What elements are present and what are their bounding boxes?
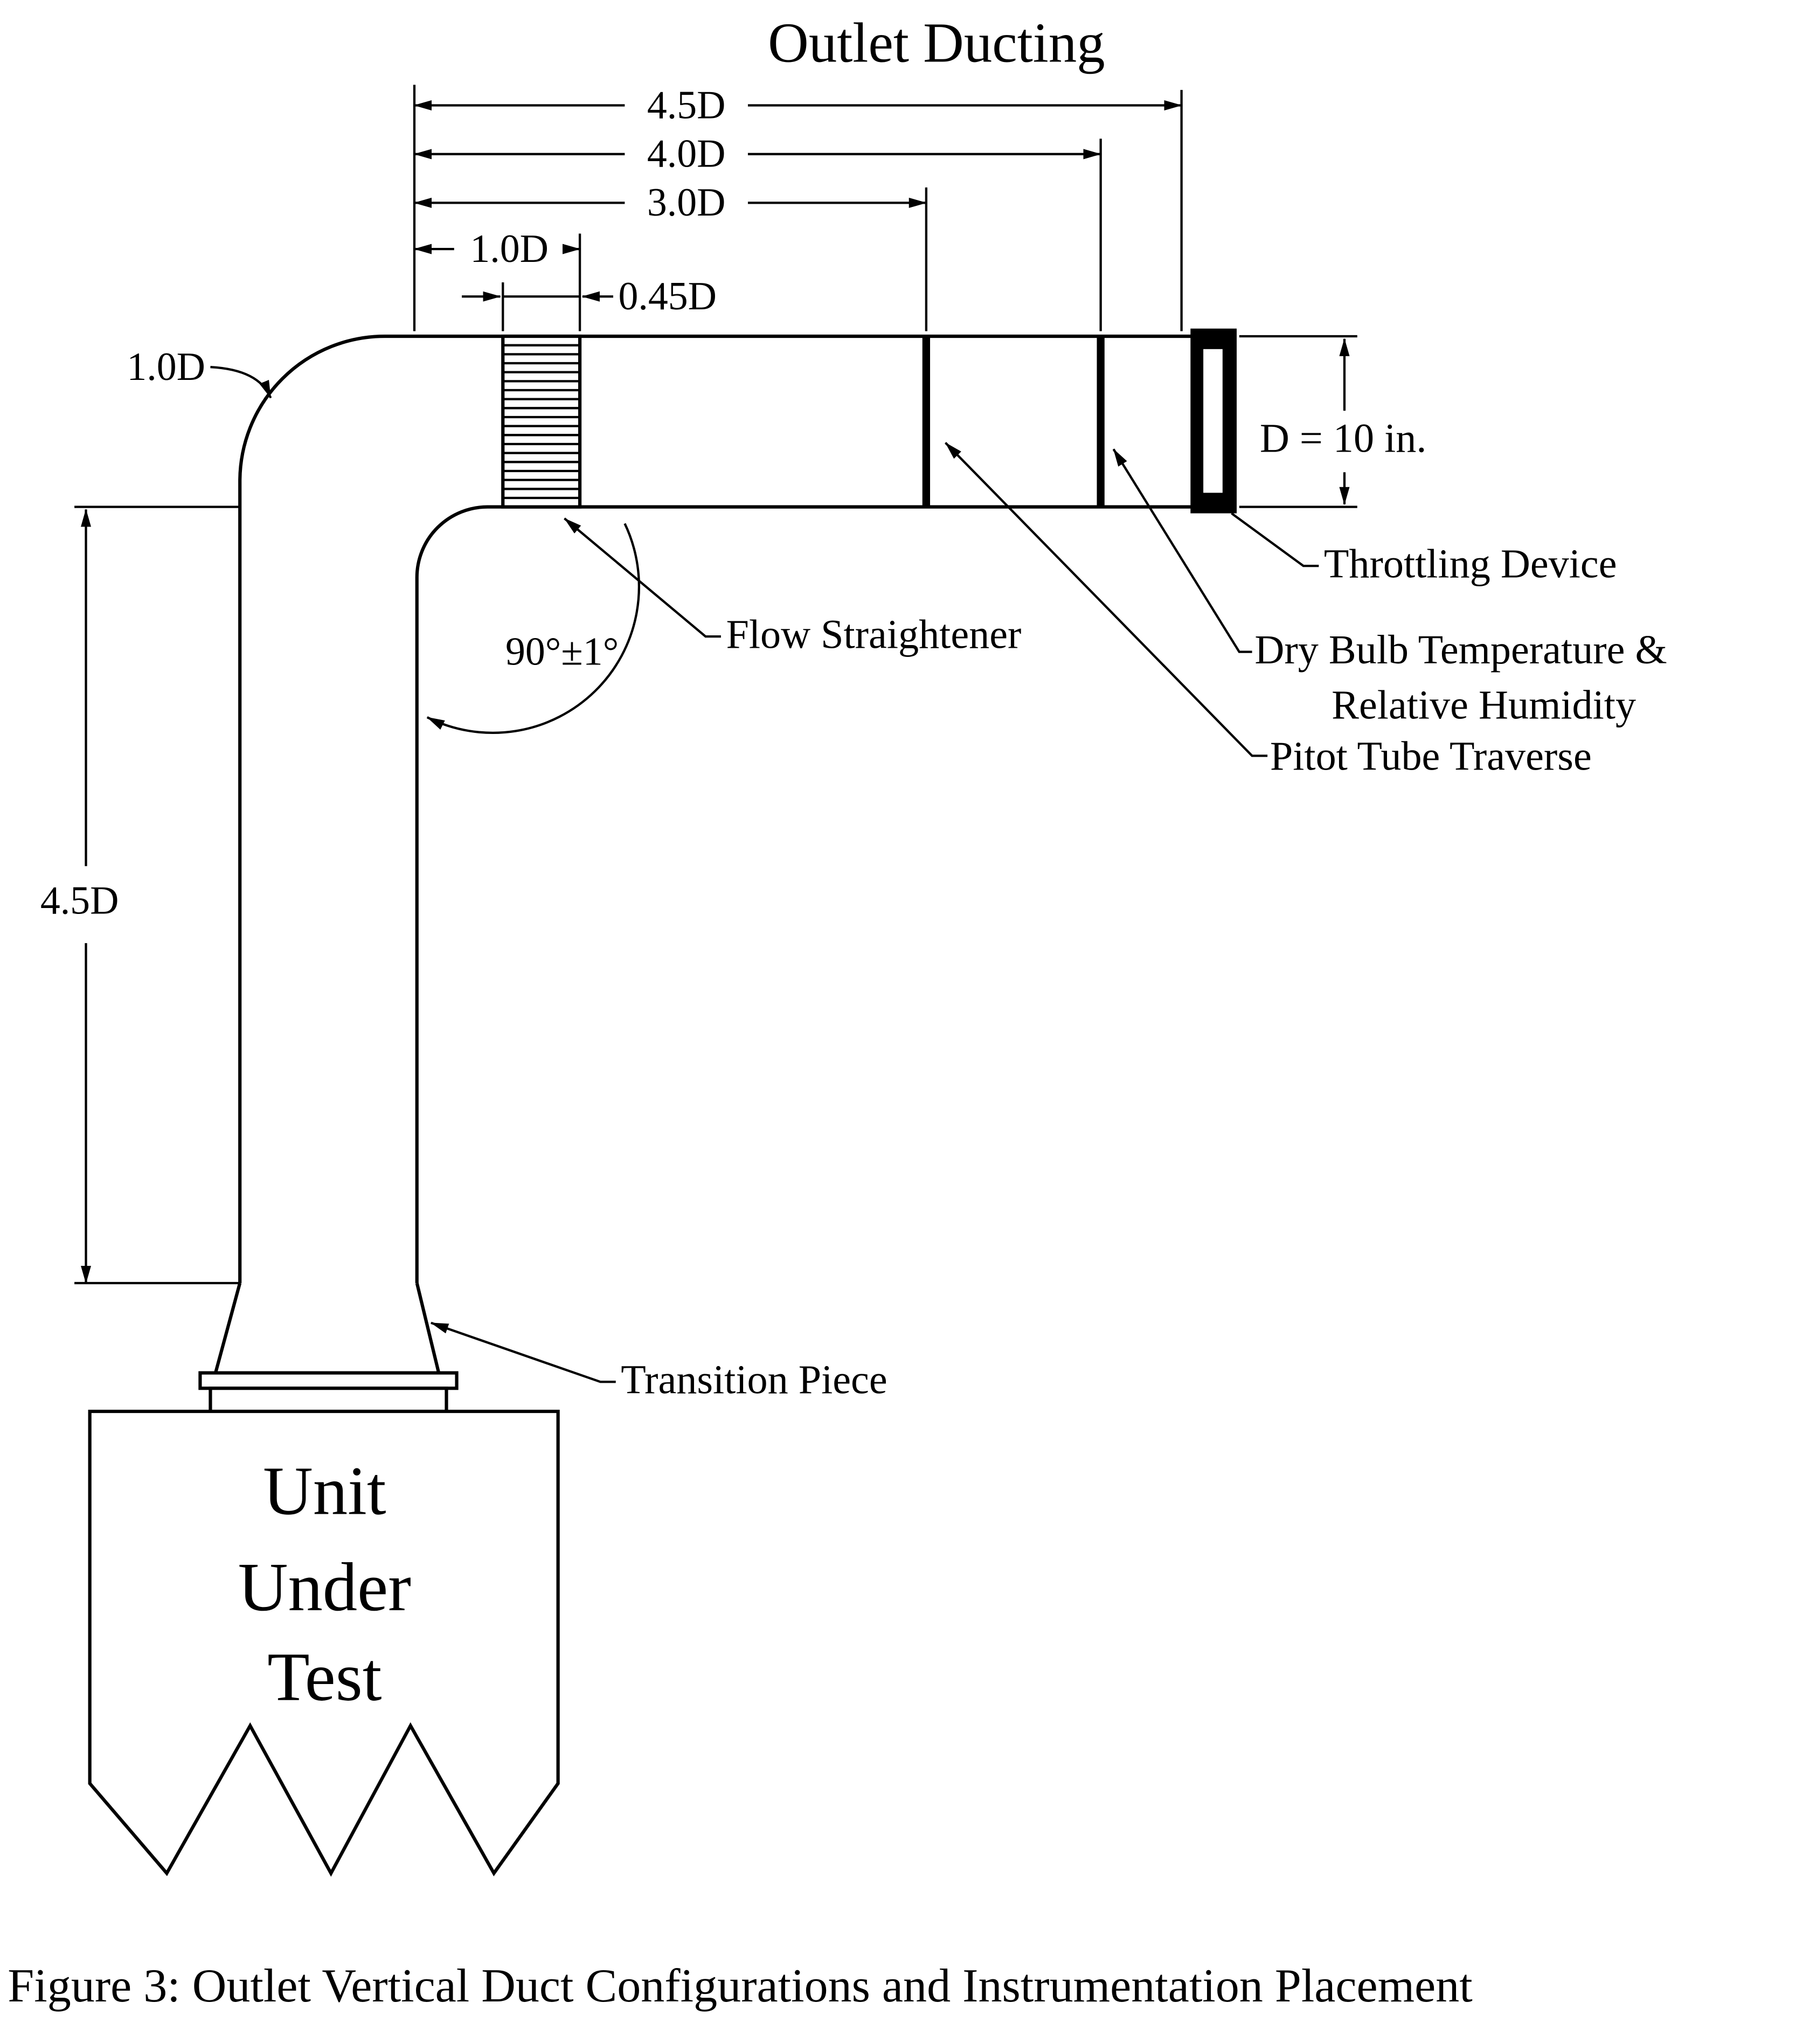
throttling-device-label: Throttling Device: [1324, 542, 1617, 587]
throttling-device-slot: [1203, 349, 1223, 493]
flow-straightener-body: [501, 334, 582, 509]
dry-bulb-label-line2: Relative Humidity: [1332, 682, 1636, 727]
elbow-angle-arc: [426, 523, 641, 734]
elbow-radius-label: 1.0D: [127, 344, 205, 389]
elbow-angle-label: 90°±1°: [505, 629, 619, 673]
transition-piece-label: Transition Piece: [621, 1357, 887, 1403]
dry-bulb-leader: [1112, 448, 1252, 653]
unit-label-line3: Test: [267, 1638, 382, 1715]
throttling-device: [1190, 328, 1237, 514]
flow-straightener-leader: [564, 517, 721, 638]
callouts: Flow Straightener Throttling Device Dry …: [430, 442, 1667, 1403]
transition-right-slant: [415, 1283, 441, 1374]
dim-1-0d-label: 1.0D: [470, 226, 549, 271]
duct-outline: [238, 334, 1235, 1283]
flange-lower: [209, 1387, 448, 1414]
elbow-angle-callout: 90°±1°: [426, 523, 641, 734]
transition-piece: [198, 1283, 459, 1414]
dim-d-label: D = 10 in.: [1260, 415, 1427, 461]
flow-straightener-hatch: [503, 344, 580, 500]
figure-caption: Figure 3: Outlet Vertical Duct Configura…: [8, 1960, 1472, 2012]
throttling-device-leader: [1231, 512, 1319, 567]
elbow-radius-leader: [210, 366, 272, 399]
duct-outer-wall: [238, 334, 1235, 1283]
dim-4-5d-label: 4.5D: [647, 82, 726, 127]
transition-piece-leader: [430, 1321, 616, 1383]
diagram-title: Outlet Ducting: [768, 12, 1105, 74]
dry-bulb-sensor-bar: [1097, 336, 1105, 507]
dim-4-0d-label: 4.0D: [647, 131, 726, 176]
pitot-tube-leader: [945, 442, 1268, 757]
flow-straightener: [501, 334, 582, 509]
extension-lines: [74, 85, 1357, 1285]
unit-label-line1: Unit: [263, 1452, 386, 1529]
flange-upper: [198, 1371, 459, 1390]
unit-under-test-box: [88, 1409, 560, 1877]
unit-label-line2: Under: [238, 1548, 411, 1625]
elbow-radius-callout: 1.0D: [127, 344, 272, 399]
unit-under-test: Unit Under Test: [88, 1409, 560, 1877]
flow-straightener-label: Flow Straightener: [726, 612, 1021, 657]
pitot-tube-bar: [922, 336, 931, 507]
duct-inner-wall: [415, 505, 1235, 1283]
transition-left-slant: [213, 1283, 242, 1374]
dimension-lines: 4.5D 4.0D 3.0D 1.0D 0.45D 4.5D D = 10 in…: [40, 82, 1427, 1284]
dry-bulb-label-line1: Dry Bulb Temperature &: [1254, 627, 1667, 673]
pitot-tube-label: Pitot Tube Traverse: [1270, 734, 1592, 779]
dim-0-45d-label: 0.45D: [619, 274, 717, 318]
dim-vert-4-5d-label: 4.5D: [40, 878, 119, 922]
dim-3-0d-label: 3.0D: [647, 180, 726, 224]
